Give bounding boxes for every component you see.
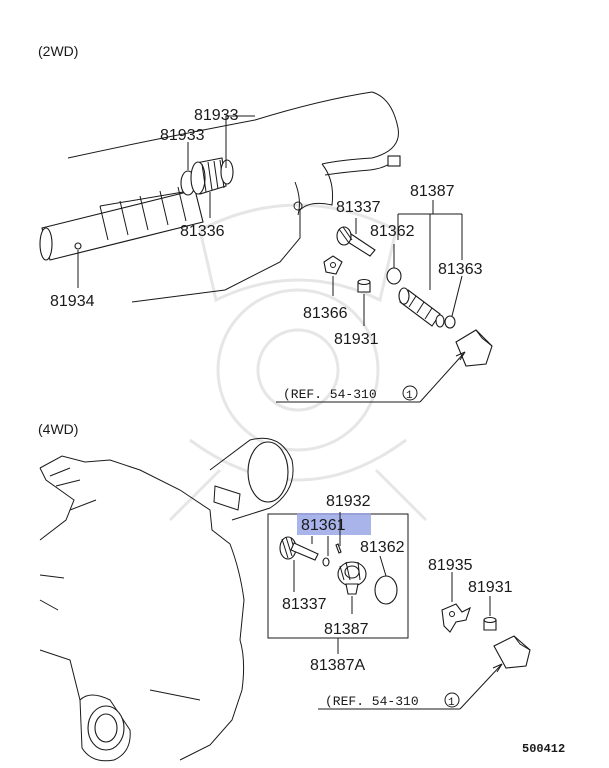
- retainer-81361: [322, 557, 330, 567]
- label-81931-2wd: 81931: [334, 331, 379, 348]
- driven-gear-81337-2wd: [336, 226, 376, 257]
- label-81934: 81934: [50, 293, 95, 310]
- o-ring-81362-4wd: [374, 575, 398, 605]
- lock-plate-81935: [441, 603, 471, 633]
- label-81387-2wd: 81387: [410, 183, 455, 200]
- sleeve-81387-4wd: [337, 561, 367, 595]
- label-81366: 81366: [303, 305, 348, 322]
- label-81337-4wd: 81337: [282, 596, 327, 613]
- ref-circle-2wd: [402, 385, 418, 401]
- speedometer-drive-gear-81336: [180, 157, 234, 196]
- ref-54-310-2wd: (REF. 54-310: [283, 387, 377, 402]
- o-ring-81363: [444, 315, 456, 329]
- pin-81934: [74, 242, 82, 250]
- speed-sensor-2wd: [455, 329, 493, 367]
- lock-plate-81366: [323, 255, 343, 275]
- label-81362-4wd: 81362: [360, 539, 405, 556]
- pin-81932: [335, 543, 342, 554]
- sleeve-81387-2wd: [398, 287, 445, 328]
- label-81387-4wd: 81387: [324, 621, 369, 638]
- label-81935: 81935: [428, 557, 473, 574]
- leader-lines-4wd: [293, 512, 503, 710]
- label-81932: 81932: [326, 493, 371, 510]
- bolt-81931-4wd: [483, 616, 497, 631]
- diagram-code: 500412: [522, 742, 565, 756]
- speed-sensor-4wd: [493, 635, 531, 669]
- label-81361: 81361: [301, 517, 346, 534]
- ref-circle-4wd: [444, 692, 460, 708]
- o-ring-81362-2wd: [386, 267, 402, 285]
- section-4wd-label: (4WD): [38, 421, 78, 437]
- label-81931-4wd: 81931: [468, 579, 513, 596]
- label-81363: 81363: [438, 261, 483, 278]
- label-81362-2wd: 81362: [370, 223, 415, 240]
- label-81387A: 81387A: [310, 657, 365, 674]
- section-2wd-label: (2WD): [38, 43, 78, 59]
- label-81933-lower: 81933: [160, 127, 205, 144]
- transmission-housing-2wd: [67, 91, 401, 303]
- bolt-81931-2wd: [357, 278, 371, 293]
- driven-gear-81337-4wd: [279, 536, 319, 561]
- label-81336: 81336: [180, 223, 225, 240]
- ref-54-310-4wd: (REF. 54-310: [325, 694, 419, 709]
- transfer-case-4wd: [39, 437, 294, 762]
- watermark-emblem: [168, 203, 428, 522]
- leader-lines-2wd: [77, 115, 466, 403]
- ref-circled-number-4wd: 1: [448, 697, 455, 709]
- part-highlight-81361: [297, 513, 371, 535]
- ref-circled-number-2wd: 1: [406, 390, 413, 402]
- label-81337-2wd: 81337: [336, 199, 381, 216]
- label-81933-upper: 81933: [194, 107, 239, 124]
- output-shaft-2wd: [39, 186, 204, 261]
